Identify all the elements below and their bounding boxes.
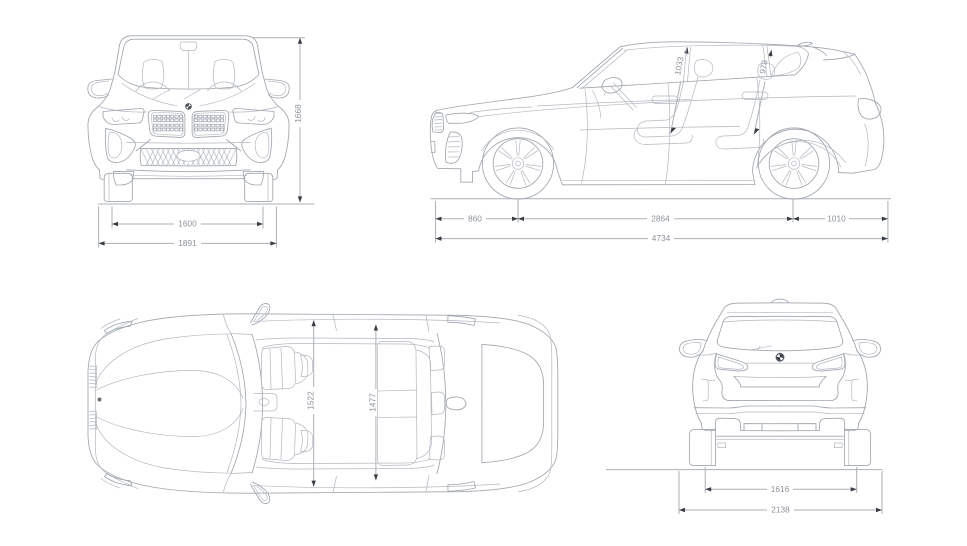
svg-text:1010: 1010 [827,213,846,223]
svg-text:1600: 1600 [178,219,197,229]
svg-text:1891: 1891 [178,238,197,248]
svg-text:4734: 4734 [652,233,671,243]
svg-text:1033: 1033 [672,55,685,75]
svg-text:2864: 2864 [651,213,670,223]
svg-text:1616: 1616 [771,484,790,494]
svg-text:1522: 1522 [305,391,315,410]
svg-text:860: 860 [468,213,482,223]
svg-text:1477: 1477 [368,393,378,412]
svg-text:2138: 2138 [771,505,790,515]
svg-text:1668: 1668 [293,104,303,123]
